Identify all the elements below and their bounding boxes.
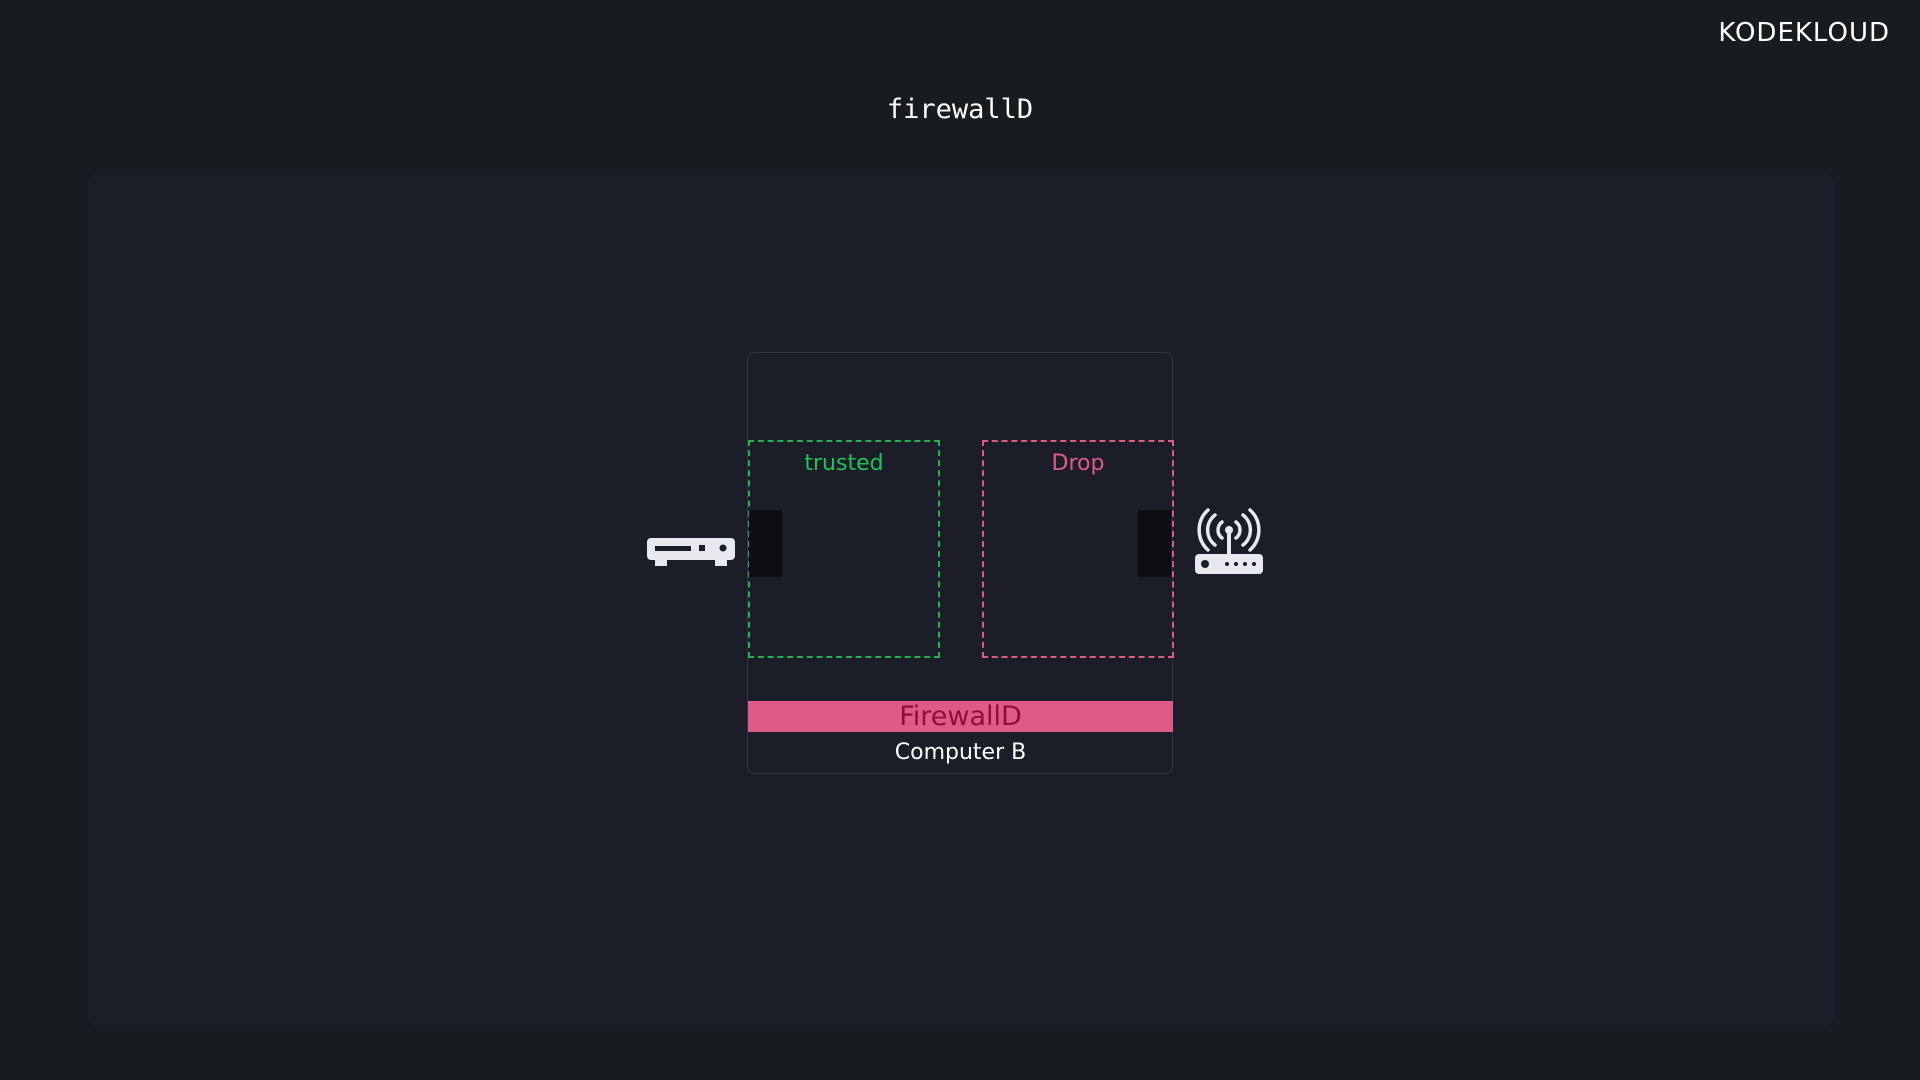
wifi-router-icon (1195, 508, 1263, 574)
network-interface-right (1138, 510, 1171, 577)
zone-drop: Drop (982, 440, 1174, 658)
firewalld-bar: FirewallD (748, 701, 1173, 732)
network-interface-left (749, 510, 782, 577)
kodekloud-logo: KODEKLOUD (1718, 18, 1890, 48)
computer-label: Computer B (894, 740, 1027, 765)
slide-title: firewallD (886, 94, 1034, 125)
zone-trusted-label: trusted (804, 451, 884, 476)
network-switch-icon (647, 538, 735, 566)
zone-drop-label: Drop (1051, 451, 1105, 476)
